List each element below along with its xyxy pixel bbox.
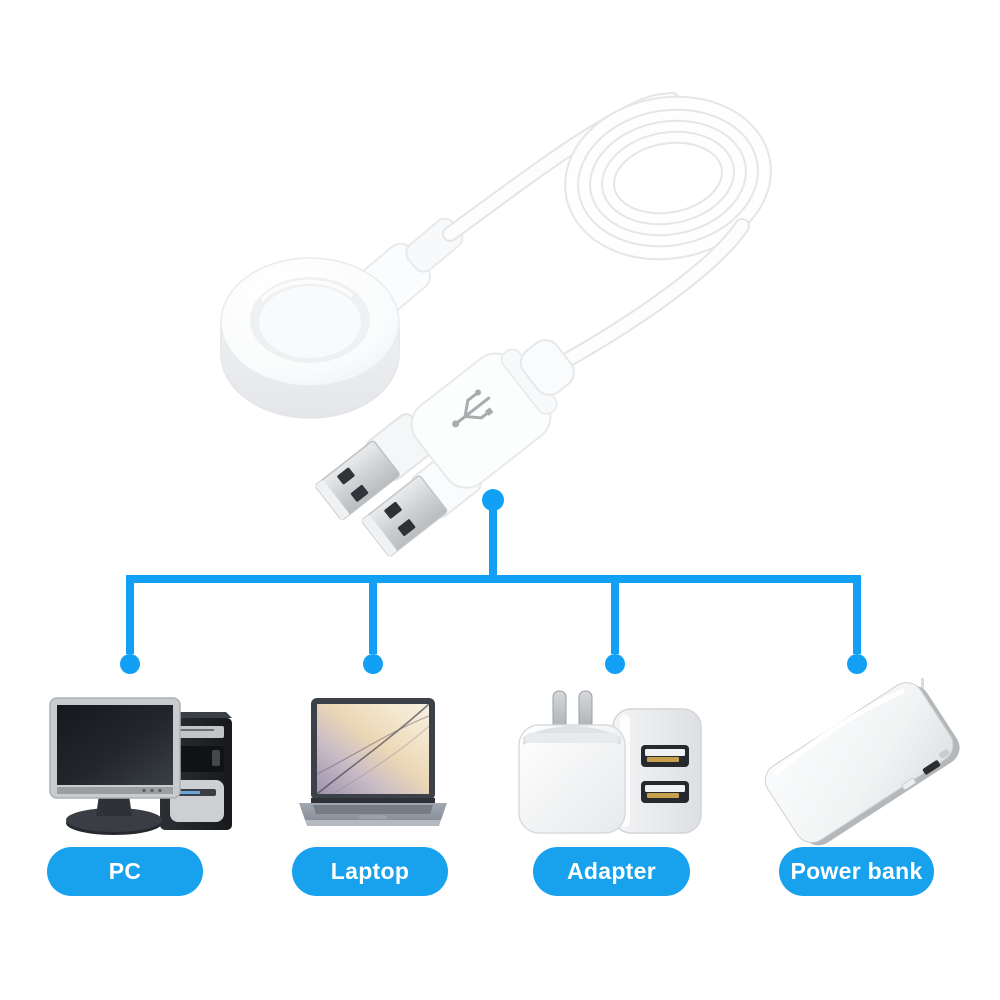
laptop-base [299,798,447,826]
power-bank-label-pill: Power bank [779,847,934,896]
usb-port [641,781,689,803]
adapter-rear-unit [612,708,702,834]
adapter-node-dot [605,654,625,674]
usb-plug-rear [315,413,435,520]
product-photo [220,92,772,557]
power-bank-illustration [764,678,960,846]
strain-relief [519,339,575,396]
adapter-front-unit [518,690,626,834]
laptop-lid [311,698,435,800]
coiled-usb-cable [564,95,772,261]
pc-label: PC [108,858,142,884]
usb-trident-icon [452,389,494,428]
adapter-label-pill: Adapter [533,847,690,896]
power-bank-label: Power bank [790,858,923,884]
power-bank-node-dot [847,654,867,674]
power-bank-body [764,682,960,846]
plug-node-dot [482,489,504,511]
tree-lines [126,500,861,654]
desktop-pc-illustration [49,697,232,835]
laptop-label: Laptop [330,858,410,884]
dual-usb-a-plug [315,339,575,557]
magnetic-charging-dock [220,257,400,419]
power-bank-ports [901,749,950,790]
laptop-node-dot [363,654,383,674]
pc-label-pill: PC [47,847,203,896]
laptop-illustration [299,698,447,826]
connection-tree [120,489,867,674]
usb-wall-adapter-illustration [518,690,702,834]
pc-node-dot [120,654,140,674]
laptop-label-pill: Laptop [292,847,448,896]
adapter-label: Adapter [566,858,656,884]
pc-monitor [49,697,181,835]
usb-port [641,745,689,767]
